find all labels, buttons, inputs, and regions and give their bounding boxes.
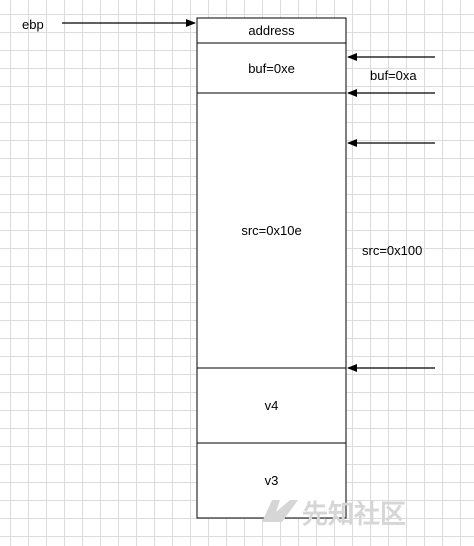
cell-address [196, 17, 347, 44]
buf-right-label: buf=0xa [370, 68, 417, 83]
cell-address-label: address [248, 23, 295, 38]
watermark-logo-icon [262, 500, 298, 522]
cell-buf [196, 42, 347, 94]
cell-v4 [196, 367, 347, 444]
cell-v4-label: v4 [265, 398, 279, 413]
src-right-label: src=0x100 [362, 243, 422, 258]
cell-v3-label: v3 [265, 473, 279, 488]
cell-src-label: src=0x10e [241, 223, 301, 238]
watermark: 先知社区 [262, 499, 406, 530]
cell-src [196, 92, 347, 369]
watermark-text: 先知社区 [302, 499, 406, 530]
stack-frame: address buf=0xe src=0x10e v4 v3 [196, 17, 347, 519]
cell-buf-label: buf=0xe [248, 61, 295, 76]
ebp-label: ebp [22, 17, 44, 32]
